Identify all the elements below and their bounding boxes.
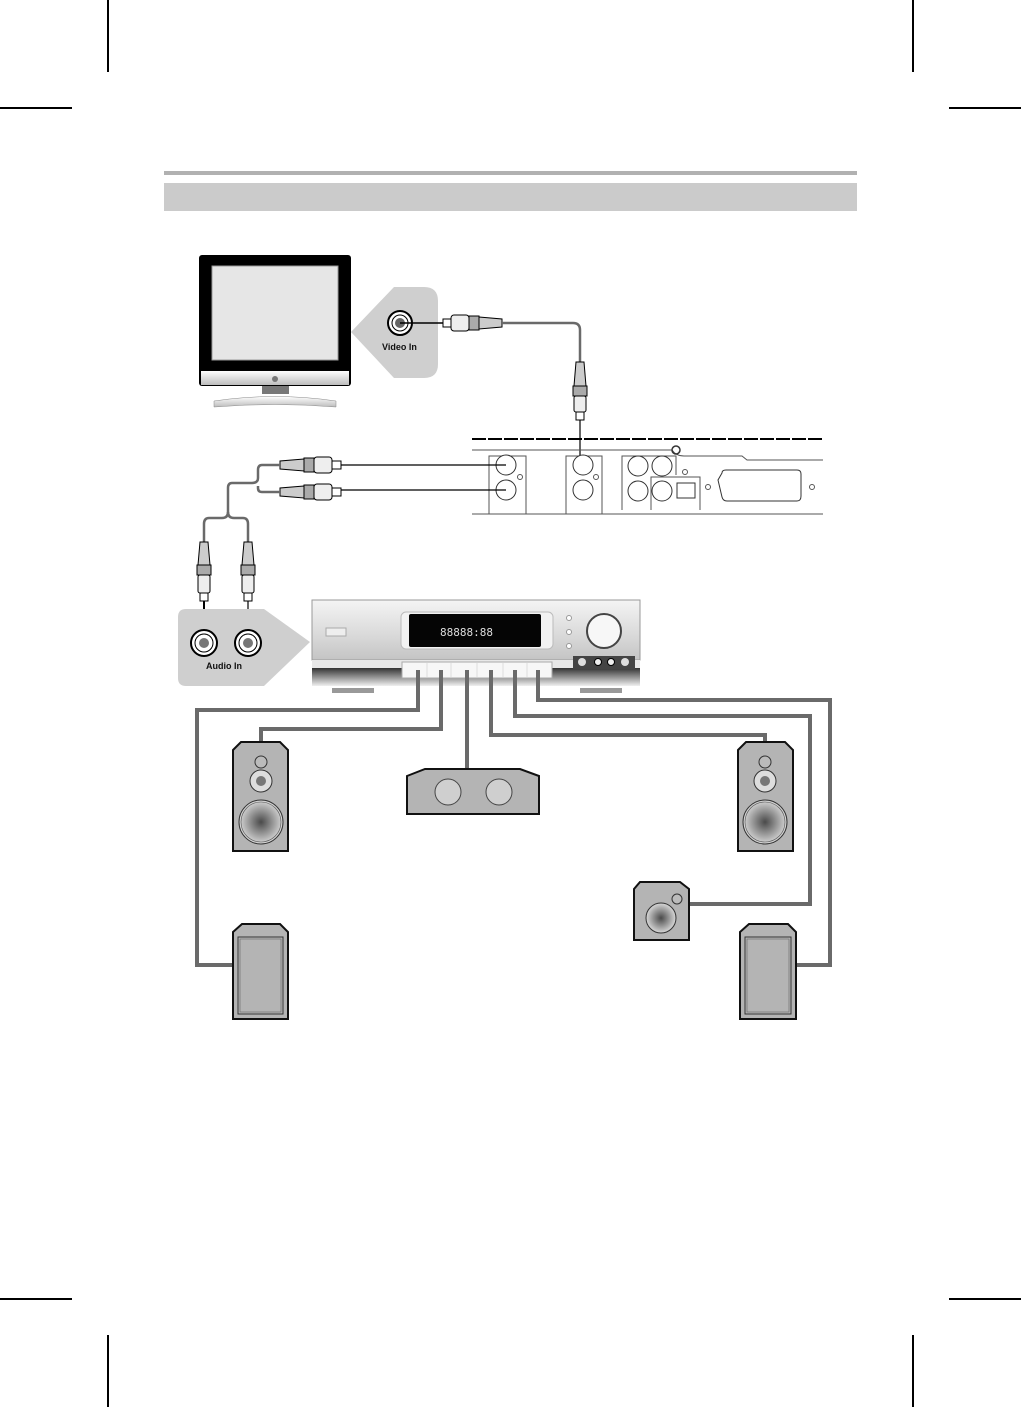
receiver-display: 88888:88	[440, 626, 493, 639]
tv-monitor	[199, 255, 351, 408]
crop-mark-tl-h	[0, 107, 72, 109]
video-in-label: Video In	[382, 342, 417, 352]
crop-mark-tr-h	[949, 107, 1021, 109]
audio-in-callout: Audio In	[178, 609, 310, 686]
speaker-wires	[195, 670, 832, 967]
video-in-callout: Video In	[351, 287, 438, 378]
wire-rear-right	[536, 670, 832, 967]
speaker-rear-left	[232, 923, 289, 1020]
crop-mark-tl-v	[107, 0, 109, 72]
wire-front-right	[489, 670, 767, 742]
crop-mark-br-h	[949, 1298, 1021, 1300]
dvd-rear-panel	[472, 438, 823, 515]
speaker-subwoofer	[633, 881, 690, 941]
speaker-front-left	[232, 741, 289, 852]
crop-mark-tr-v	[912, 0, 914, 72]
speaker-front-right	[737, 741, 794, 852]
av-receiver: 88888:88	[311, 599, 641, 693]
wire-subwoofer	[513, 670, 812, 906]
crop-mark-br-v	[912, 1335, 914, 1407]
speaker-rear-right	[739, 923, 797, 1020]
crop-mark-bl-h	[0, 1298, 72, 1300]
crop-mark-bl-v	[107, 1335, 109, 1407]
header-rule	[164, 171, 857, 175]
wire-front-left	[259, 670, 443, 742]
video-cable	[400, 314, 588, 470]
speaker-center	[406, 768, 540, 815]
wire-rear-left	[195, 670, 420, 967]
section-header-bar	[164, 183, 857, 211]
audio-in-label: Audio In	[206, 661, 242, 671]
